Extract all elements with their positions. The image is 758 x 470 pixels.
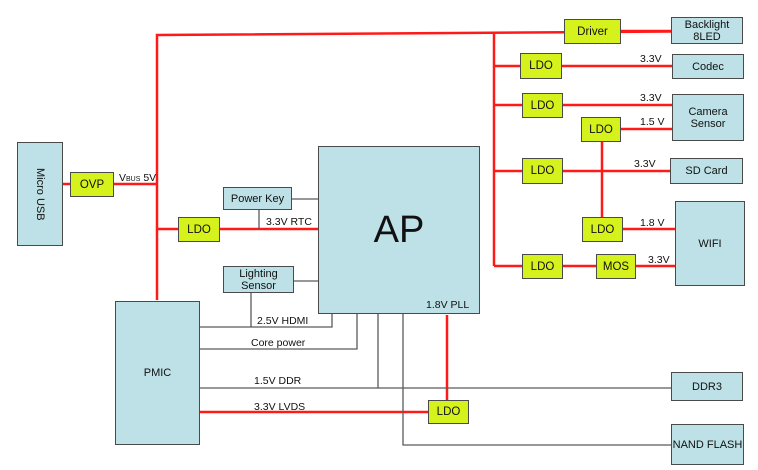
codec-voltage-label: 3.3V: [640, 53, 662, 65]
sd-voltage-label: 3.3V: [634, 158, 656, 170]
ddr3-block: DDR3: [671, 372, 743, 401]
wifi-voltage-1-label: 1.8 V: [640, 217, 665, 229]
rtc-label: 3.3V RTC: [266, 216, 312, 228]
hdmi-label: 2.5V HDMI: [257, 315, 309, 327]
line-hdmi: [199, 314, 333, 328]
camera-sensor-block: Camera Sensor: [672, 94, 744, 141]
power-rail-main: [155, 29, 741, 300]
ldo-codec: LDO: [520, 53, 562, 79]
camera-voltage-2-label: 1.5 V: [640, 116, 665, 128]
ap-block: AP: [318, 146, 480, 314]
ldo-camera-1v5: LDO: [581, 117, 621, 142]
ddr-label: 1.5V DDR: [254, 375, 302, 387]
pll-label: 1.8V PLL: [426, 299, 470, 311]
vbus-label: VBUS 5V: [119, 172, 157, 184]
micro-usb-block: Micro USB: [17, 142, 63, 246]
ldo-sd: LDO: [522, 158, 563, 184]
ldo-rtc: LDO: [178, 217, 220, 242]
line-ap-nand: [402, 314, 675, 446]
driver-block: Driver: [564, 19, 621, 44]
lighting-sensor-block: Lighting Sensor: [223, 266, 294, 293]
sd-card-block: SD Card: [670, 158, 743, 184]
line-core: [199, 314, 358, 350]
core-power-label: Core power: [251, 337, 306, 349]
pmic-block: PMIC: [115, 301, 200, 445]
codec-block: Codec: [672, 54, 744, 79]
ovp-block: OVP: [70, 172, 114, 197]
nand-flash-block: NAND FLASH: [671, 424, 744, 465]
ldo-wifi-1v8: LDO: [582, 217, 623, 242]
wifi-block: WIFI: [675, 201, 745, 286]
lvds-label: 3.3V LVDS: [254, 401, 306, 413]
ldo-camera: LDO: [522, 93, 563, 118]
ldo-mos: LDO: [522, 254, 563, 279]
wifi-voltage-2-label: 3.3V: [648, 254, 670, 266]
ldo-pll: LDO: [428, 400, 469, 424]
mos-block: MOS: [596, 254, 636, 279]
backlight-block: Backlight 8LED: [671, 17, 743, 44]
power-key-block: Power Key: [223, 187, 292, 210]
camera-voltage-1-label: 3.3V: [640, 92, 662, 104]
